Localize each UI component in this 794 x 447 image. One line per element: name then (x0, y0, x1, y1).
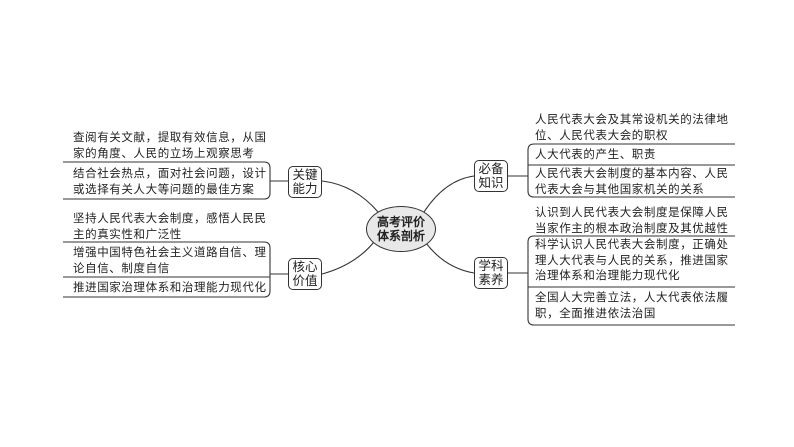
node-label: 核心 (292, 259, 318, 274)
node-label: 必备 (478, 161, 504, 176)
node-core-value: 核心价值 (288, 258, 322, 290)
leaf-item: 全国人大完善立法，人大代表依法履职，全面推进依法治国 (535, 290, 729, 320)
leaf-item: 人民代表大会制度的基本内容、人民代表大会与其他国家机关的关系 (535, 166, 729, 196)
leaf-item: 坚持人民代表大会制度，感悟人民民主的真实性和广泛性 (73, 211, 267, 241)
leaf-item: 认识到人民代表大会制度是保障人民当家作主的根本政治制度及其优越性 (535, 205, 729, 235)
node-label: 素养 (478, 272, 504, 287)
leaf-item: 科学认识人民代表大会制度，正确处理人大代表与人民的关系，推进国家治理体系和治理能… (535, 237, 729, 282)
node-label: 价值 (292, 273, 318, 288)
node-key-ability: 关键能力 (288, 166, 322, 198)
leaf-item: 人民代表大会及其常设机关的法律地位、人民代表大会的职权 (535, 112, 729, 142)
node-label: 关键 (292, 167, 318, 182)
leaf-item: 人大代表的产生、职责 (535, 147, 656, 161)
node-essential-knowledge: 必备知识 (474, 160, 508, 192)
center-line-1: 高考评价 (376, 215, 425, 229)
leaf-item: 查阅有关文献，提取有效信息，从国家的角度、人民的立场上观察思考 (73, 130, 267, 160)
leaf-item: 增强中国特色社会主义道路自信、理论自信、制度自信 (73, 245, 267, 275)
node-discipline-literacy: 学科素养 (474, 257, 508, 289)
center-line-2: 体系剖析 (376, 229, 425, 243)
center-topic: 高考评价体系剖析 (366, 206, 436, 252)
leaf-item: 推进国家治理体系和治理能力现代化 (73, 280, 267, 294)
leaf-item: 结合社会热点，面对社会问题，设计或选择有关人大等问题的最佳方案 (73, 166, 267, 196)
node-label: 知识 (478, 175, 504, 190)
node-label: 学科 (478, 258, 504, 273)
node-label: 能力 (292, 181, 318, 196)
